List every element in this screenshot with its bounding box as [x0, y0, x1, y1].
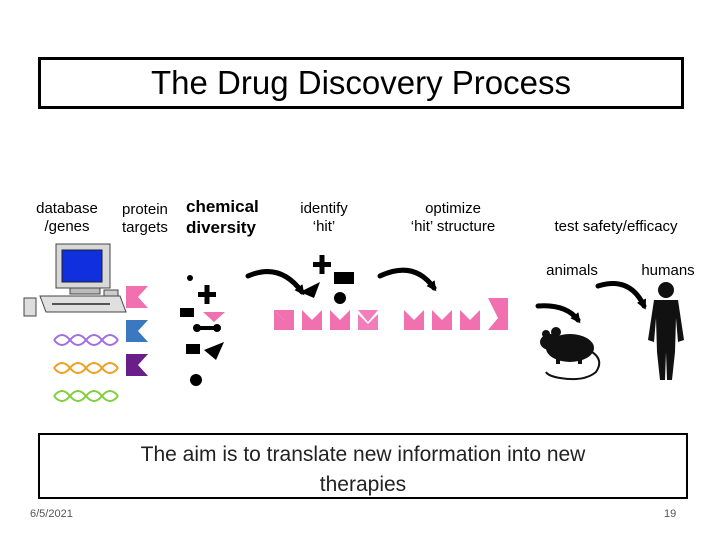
- label-protein-targets: protein targets: [122, 201, 184, 237]
- label-identify-line1: identify: [300, 200, 348, 217]
- label-optimize-line1: optimize: [425, 200, 481, 217]
- mouse-icon: [540, 327, 601, 381]
- aim-box: The aim is to translate new information …: [38, 433, 688, 499]
- target-row-optimize: [404, 298, 508, 330]
- label-identify-line2: ‘hit’: [312, 218, 336, 235]
- page-title: The Drug Discovery Process: [151, 64, 571, 101]
- label-chemical-diversity: chemical diversity: [186, 196, 270, 238]
- label-protein-line2: targets: [122, 219, 168, 236]
- label-optimize: optimize ‘hit’ structure: [390, 200, 516, 236]
- computer-icon: [23, 243, 127, 317]
- arrow-icon: [245, 267, 647, 324]
- footer-date: 6/5/2021: [30, 508, 73, 520]
- label-database: database /genes: [28, 200, 106, 236]
- chemical-shapes: [180, 275, 225, 386]
- hit-shapes: [300, 255, 354, 304]
- target-row-identify: [274, 310, 378, 330]
- label-chemical-line1: chemical: [186, 197, 259, 216]
- aim-line2: therapies: [319, 473, 407, 496]
- aim-line1: The aim is to translate new information …: [140, 443, 586, 466]
- footer-page-number: 19: [664, 508, 677, 520]
- label-chemical-line2: diversity: [186, 218, 256, 237]
- dna-helix-icon: [53, 334, 119, 402]
- label-database-line1: database: [36, 200, 98, 217]
- label-animals: animals: [546, 262, 598, 279]
- label-humans: humans: [641, 262, 695, 279]
- protein-target-shapes: [126, 286, 148, 376]
- label-identify-hit: identify ‘hit’: [284, 200, 364, 236]
- label-optimize-line2: ‘hit’ structure: [410, 218, 496, 235]
- human-icon: [648, 282, 684, 380]
- label-protein-line1: protein: [122, 201, 168, 218]
- title-box: The Drug Discovery Process: [38, 57, 684, 109]
- label-test-safety: test safety/efficacy: [554, 218, 678, 235]
- label-database-line2: /genes: [44, 218, 90, 235]
